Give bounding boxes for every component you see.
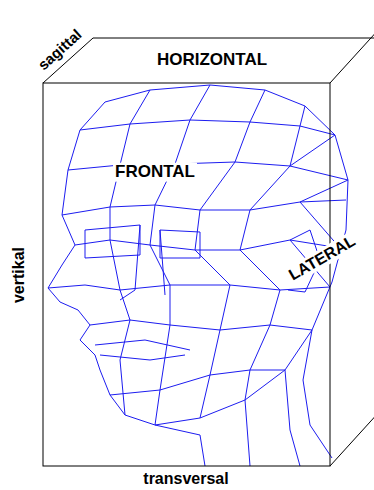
axis-label: vertikal [10, 245, 28, 305]
plane-label: HORIZONTAL [155, 51, 269, 70]
plane-label: FRONTAL [113, 163, 197, 182]
bounding-box [43, 28, 374, 466]
axis-label: transversal [141, 470, 230, 488]
